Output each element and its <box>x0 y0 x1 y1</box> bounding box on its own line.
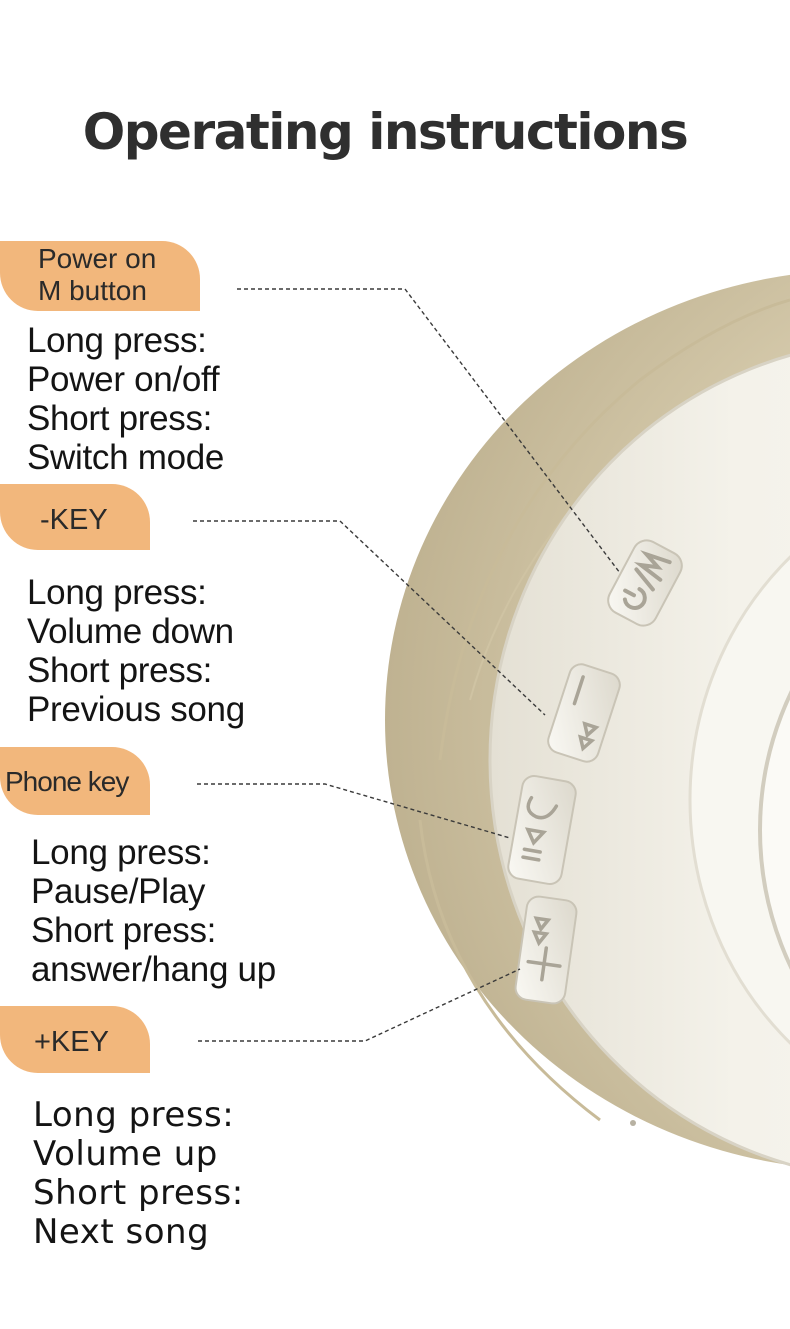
leader-line-power <box>237 288 621 574</box>
description-line: Pause/Play <box>31 872 206 911</box>
description-line: Next song <box>33 1212 210 1252</box>
leader-line-plus <box>198 968 521 1042</box>
label-line: -KEY <box>40 504 108 536</box>
description-line: Long press: <box>27 321 207 360</box>
power-mode-icon <box>622 550 672 610</box>
description-line: Volume down <box>27 612 234 651</box>
description-plus-key: Long press: Volume up Short press: Next … <box>33 1096 244 1252</box>
description-line: answer/hang up <box>31 950 276 989</box>
description-phone-key: Long press: Pause/Play Short press: answ… <box>31 833 276 989</box>
description-line: Short press: <box>31 911 217 950</box>
phone-play-pause-icon <box>521 795 559 862</box>
label-plus-key: +KEY <box>0 1006 150 1073</box>
minus-key-button[interactable] <box>545 661 623 765</box>
description-line: Short press: <box>27 399 213 438</box>
description-line: Short press: <box>33 1173 244 1213</box>
label-phone-key: Phone key <box>0 747 150 815</box>
power-m-button[interactable] <box>603 535 686 630</box>
description-power-m-button: Long press: Power on/off Short press: Sw… <box>27 321 224 477</box>
leader-line-phone <box>197 783 511 839</box>
label-line: Power on <box>38 243 157 274</box>
page-title: Operating instructions <box>82 103 689 161</box>
description-line: Switch mode <box>27 438 225 477</box>
description-line: Long press: <box>33 1095 235 1135</box>
description-line: Volume up <box>33 1134 218 1174</box>
label-minus-key: -KEY <box>0 484 150 550</box>
leader-lines <box>193 288 621 1042</box>
volume-up-next-icon <box>526 916 562 982</box>
description-line: Previous song <box>27 690 245 729</box>
description-line: Long press: <box>31 833 211 872</box>
description-line: Short press: <box>27 651 213 690</box>
leader-line-minus <box>193 520 546 716</box>
label-line: M button <box>38 275 147 306</box>
volume-down-previous-icon <box>572 675 600 752</box>
description-line: Long press: <box>27 573 207 612</box>
label-line: Phone key <box>5 766 129 797</box>
description-line: Power on/off <box>27 360 220 399</box>
description-minus-key: Long press: Volume down Short press: Pre… <box>27 573 245 729</box>
phone-key-button[interactable] <box>506 774 577 886</box>
label-power-m-button: Power on M button <box>0 241 200 311</box>
plus-key-button[interactable] <box>514 895 578 1005</box>
label-line: +KEY <box>34 1026 109 1058</box>
